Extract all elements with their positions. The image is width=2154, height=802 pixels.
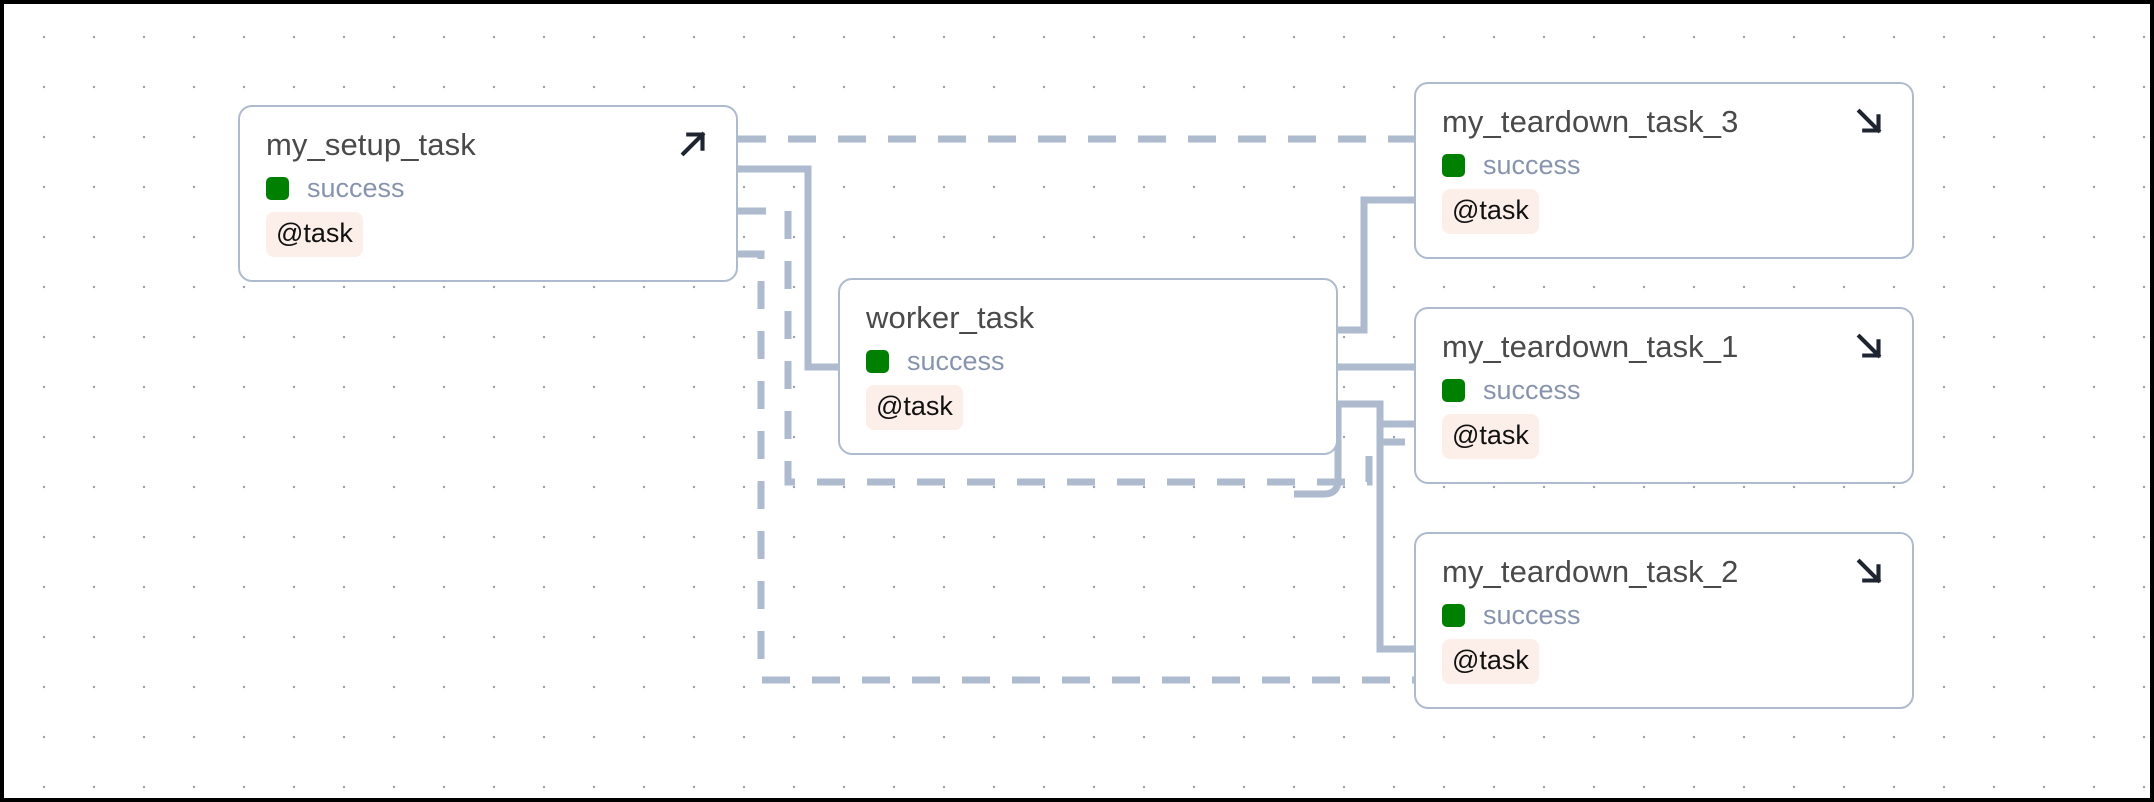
node-my-teardown-task-1[interactable]: my_teardown_task_1 success @task xyxy=(1414,307,1914,484)
arrow-down-right-icon xyxy=(1850,552,1888,590)
node-badge-row: @task xyxy=(266,212,710,257)
node-status-label: success xyxy=(1483,150,1581,180)
status-swatch-icon xyxy=(866,350,889,373)
node-status-row: success xyxy=(1442,602,1886,629)
node-status-label: success xyxy=(1483,600,1581,630)
node-status-row: success xyxy=(266,175,710,202)
node-operator-badge: @task xyxy=(866,385,963,430)
node-title: my_teardown_task_3 xyxy=(1442,104,1739,139)
node-my-setup-task[interactable]: my_setup_task success @task xyxy=(238,105,738,282)
edge-worker-to-teardown-2 xyxy=(1338,400,1414,653)
arrow-down-right-icon xyxy=(1850,102,1888,140)
status-swatch-icon xyxy=(266,177,289,200)
node-badge-row: @task xyxy=(1442,639,1886,684)
node-operator-badge: @task xyxy=(1442,189,1539,234)
node-my-teardown-task-2[interactable]: my_teardown_task_2 success @task xyxy=(1414,532,1914,709)
status-swatch-icon xyxy=(1442,379,1465,402)
node-operator-badge: @task xyxy=(266,212,363,257)
node-badge-row: @task xyxy=(1442,189,1886,234)
node-worker-task[interactable]: worker_task success @task xyxy=(838,278,1338,455)
node-status-row: success xyxy=(1442,377,1886,404)
node-title: my_setup_task xyxy=(266,127,476,162)
node-title: my_teardown_task_2 xyxy=(1442,554,1739,589)
node-operator-badge: @task xyxy=(1442,639,1539,684)
node-status-label: success xyxy=(1483,375,1581,405)
node-operator-badge: @task xyxy=(1442,414,1539,459)
node-status-label: success xyxy=(307,173,405,203)
status-swatch-icon xyxy=(1442,154,1465,177)
status-swatch-icon xyxy=(1442,604,1465,627)
edge-worker-to-teardown-3 xyxy=(1338,196,1414,334)
node-title: my_teardown_task_1 xyxy=(1442,329,1739,364)
arrow-up-right-icon xyxy=(674,125,712,163)
edge-setup-to-worker xyxy=(738,165,838,371)
node-my-teardown-task-3[interactable]: my_teardown_task_3 success @task xyxy=(1414,82,1914,259)
node-status-label: success xyxy=(907,346,1005,376)
node-badge-row: @task xyxy=(1442,414,1886,459)
arrow-down-right-icon xyxy=(1850,327,1888,365)
node-status-row: success xyxy=(1442,152,1886,179)
node-status-row: success xyxy=(866,348,1310,375)
node-title: worker_task xyxy=(866,300,1035,335)
node-badge-row: @task xyxy=(866,385,1310,430)
